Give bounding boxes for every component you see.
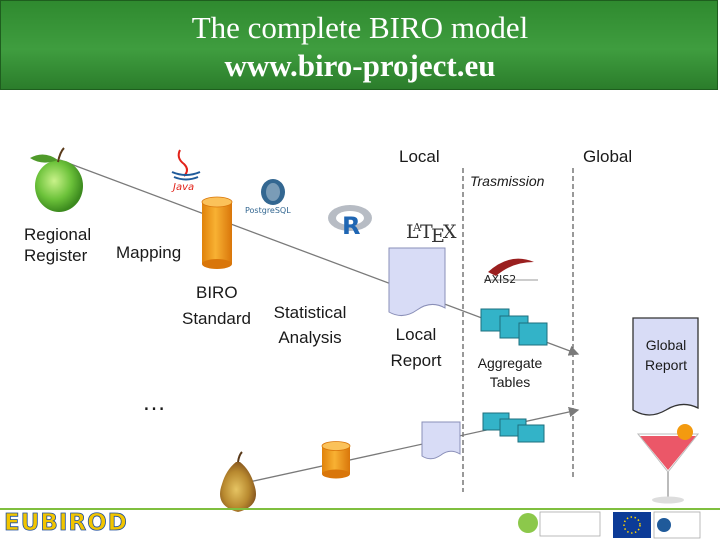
local-report-document-icon <box>388 247 446 316</box>
svg-text:E: E <box>431 225 445 247</box>
local-zone-label: Local <box>399 147 440 166</box>
java-logo-icon: Java <box>171 149 201 193</box>
agency-logo-icon <box>653 511 701 539</box>
svg-text:A: A <box>412 221 422 234</box>
local-report-label-line2: Report <box>390 351 442 370</box>
postgresql-logo-icon: PostgreSQL <box>245 179 291 215</box>
register-label: Register <box>24 246 88 265</box>
aggregate-tables-label-line1: Aggregate <box>477 355 543 371</box>
eu-flag-icon <box>613 512 651 538</box>
statistical-label: Statistical <box>273 303 347 322</box>
regional-label: Regional <box>24 225 92 244</box>
global-report-document-icon <box>632 317 699 416</box>
global-report-label-line2: Report <box>644 357 688 373</box>
svg-text:L: L <box>406 221 419 243</box>
dg-health-logo-icon <box>518 511 601 537</box>
eubirod-logo: EUBIROD <box>4 510 128 537</box>
svg-text:X: X <box>443 221 457 243</box>
r-logo-icon: R <box>328 205 372 240</box>
global-zone-label: Global <box>583 147 633 166</box>
biro-standard-database-icon <box>201 196 233 269</box>
footer-divider <box>0 508 720 510</box>
title-banner <box>0 0 718 90</box>
aggregate-tables-stack-top <box>480 308 548 346</box>
ellipsis-label: … <box>142 389 166 416</box>
svg-text:R: R <box>342 212 360 240</box>
green-apple-icon <box>30 147 83 212</box>
pear-icon <box>220 451 256 512</box>
flow-arrow-bottom <box>239 406 580 485</box>
mapping-label: Mapping <box>116 243 182 262</box>
svg-text:T: T <box>420 221 433 243</box>
axis-logo-icon: AXIS2 <box>484 258 538 286</box>
page-title: The complete BIRO model <box>191 10 529 45</box>
cocktail-glass-icon <box>636 424 700 504</box>
latex-logo-icon: L A T E X <box>406 221 457 247</box>
svg-text:PostgreSQL: PostgreSQL <box>245 206 291 215</box>
aggregate-tables-label-line2: Tables <box>489 374 531 390</box>
secondary-document-icon <box>421 421 461 460</box>
svg-text:Java: Java <box>171 182 194 193</box>
page-subtitle-url: www.biro-project.eu <box>224 48 496 83</box>
secondary-database-icon <box>321 441 351 479</box>
analysis-label: Analysis <box>278 328 342 347</box>
standard-label: Standard <box>182 309 251 328</box>
svg-text:AXIS2: AXIS2 <box>484 273 516 286</box>
trasmission-label: Trasmission <box>470 173 545 189</box>
local-report-label-line1: Local <box>395 325 437 344</box>
global-report-label-line1: Global <box>645 337 687 353</box>
aggregate-tables-stack-bottom <box>482 412 545 443</box>
biro-label: BIRO <box>196 283 238 302</box>
